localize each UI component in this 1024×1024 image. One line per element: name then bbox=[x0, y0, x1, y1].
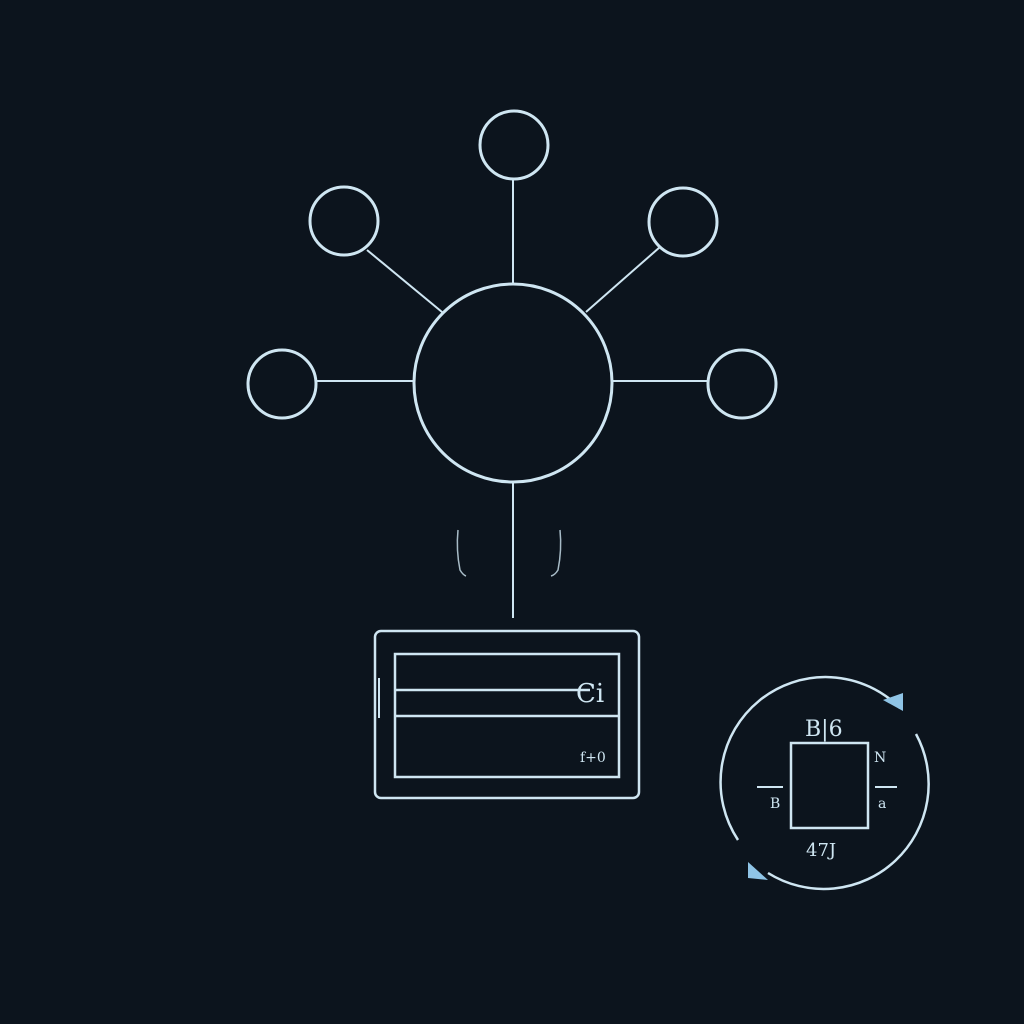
cycle-arc-lower bbox=[767, 733, 930, 891]
satellite-node-upper-left bbox=[308, 185, 380, 257]
satellite-node-right bbox=[706, 348, 778, 420]
cycle-bottom-label: 47J bbox=[806, 840, 836, 861]
panel-row2-label: f+0 bbox=[580, 750, 606, 766]
cycle-top-label: B|6 bbox=[805, 717, 843, 742]
cycle-center-square bbox=[789, 741, 870, 830]
cycle-arc-upper bbox=[719, 675, 901, 841]
satellite-node-left bbox=[246, 348, 318, 420]
satellite-node-upper-right bbox=[647, 186, 719, 258]
cycle-arrow-bottom-icon bbox=[748, 862, 768, 880]
motion-mark-right bbox=[550, 529, 562, 577]
connector-upper-right bbox=[585, 246, 661, 313]
device-panel-frame bbox=[373, 629, 641, 800]
cycle-right-top-label: N bbox=[874, 750, 886, 766]
cycle-right-label: a bbox=[878, 796, 886, 812]
motion-mark-left bbox=[456, 529, 467, 577]
panel-row1-label: Ci bbox=[576, 679, 604, 709]
cycle-arrow-top-icon bbox=[883, 693, 903, 711]
central-hub-node bbox=[412, 282, 614, 484]
cycle-left-label: B bbox=[770, 796, 780, 812]
connector-upper-left bbox=[366, 249, 443, 313]
satellite-node-top bbox=[478, 109, 550, 181]
